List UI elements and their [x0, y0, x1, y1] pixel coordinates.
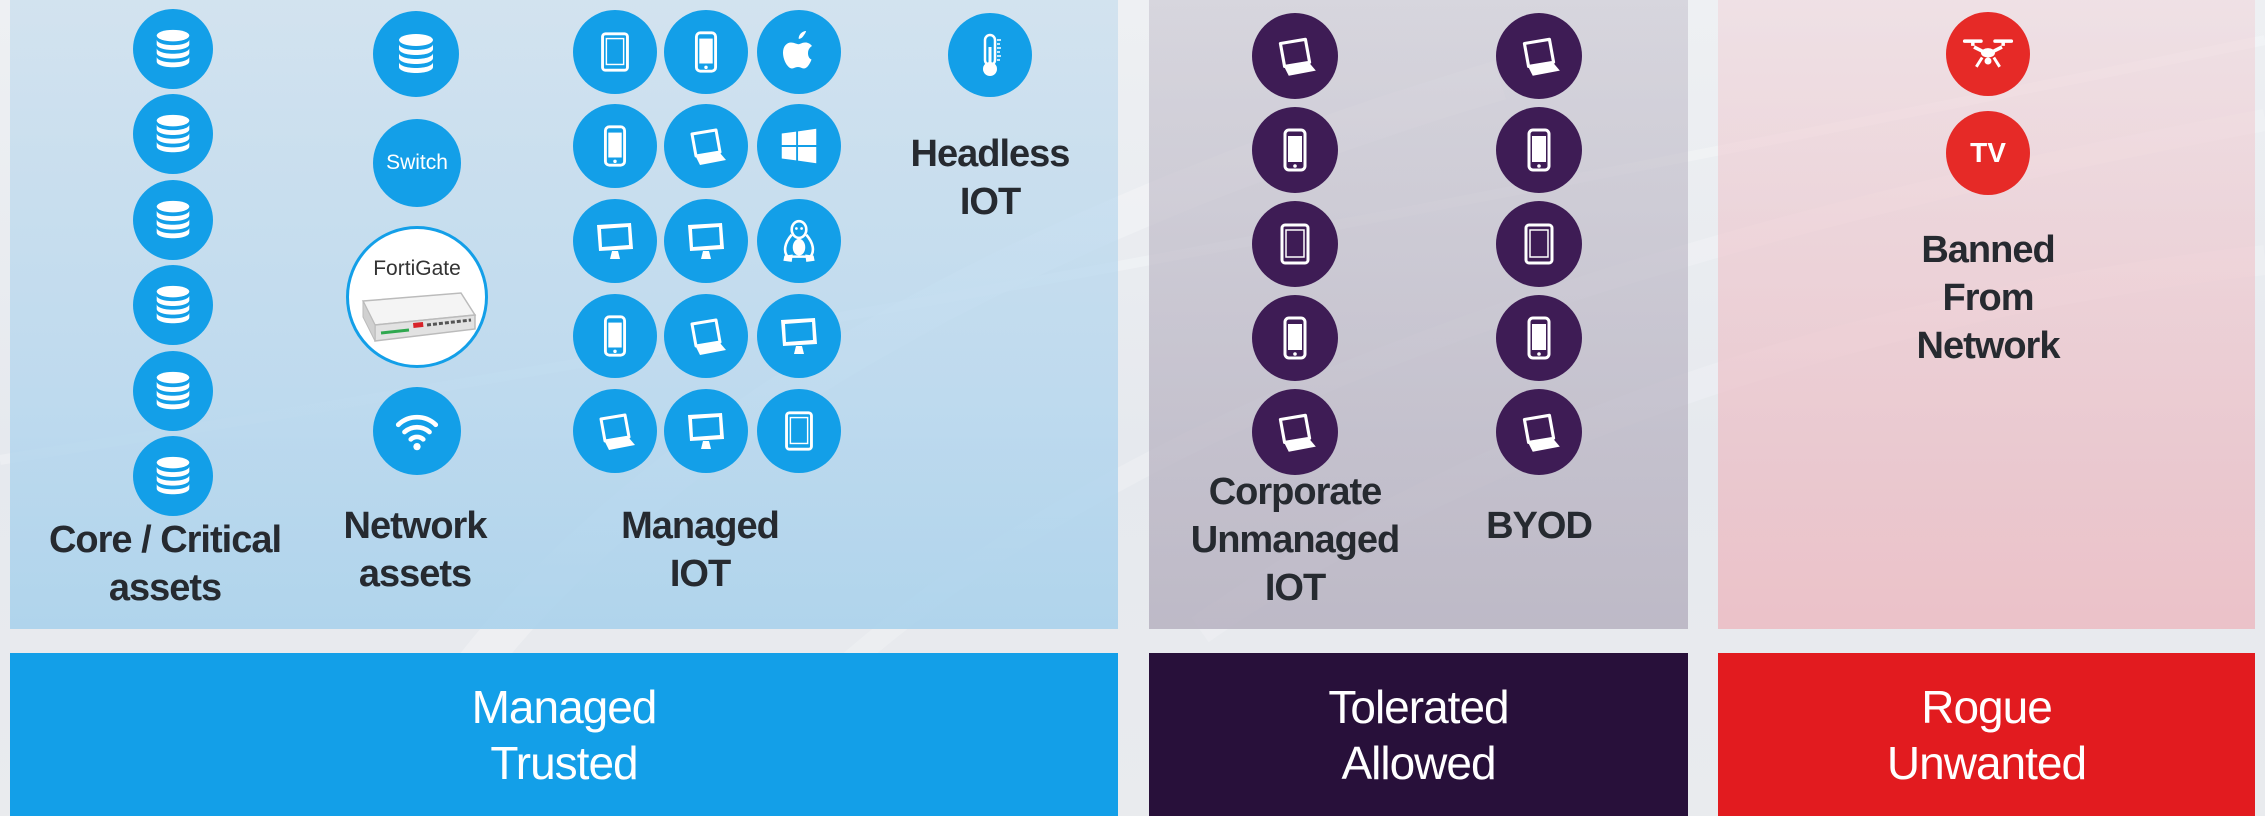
fortigate-appliance-icon: FortiGate	[346, 226, 488, 368]
switch-text: Switch	[386, 151, 448, 174]
tolerated-zone-panel	[1149, 0, 1688, 629]
rogue-unwanted-bar: Rogue Unwanted	[1718, 653, 2255, 816]
wifi-icon	[373, 387, 461, 475]
database-icon	[133, 94, 213, 174]
apple-icon	[757, 10, 841, 94]
tolerated-allowed-line1: Tolerated	[1328, 680, 1509, 733]
linux-icon	[757, 199, 841, 283]
database-icon	[133, 265, 213, 345]
tablet-icon	[573, 10, 657, 94]
tv-icon: TV	[1946, 111, 2030, 195]
phone-icon	[664, 10, 748, 94]
laptop-icon	[664, 104, 748, 188]
laptop-icon	[1496, 389, 1582, 475]
laptop-icon	[1496, 13, 1582, 99]
fortigate-text: FortiGate	[373, 257, 461, 280]
database-icon	[373, 11, 459, 97]
core-assets-label: Core / Critical assets	[48, 519, 282, 609]
managed-iot-label: Managed IOT	[621, 505, 780, 595]
desktop-icon	[573, 199, 657, 283]
desktop-icon	[664, 389, 748, 473]
database-icon	[133, 180, 213, 260]
laptop-icon	[573, 389, 657, 473]
desktop-icon	[664, 199, 748, 283]
tolerated-allowed-bar: Tolerated Allowed	[1149, 653, 1688, 816]
database-icon	[133, 9, 213, 89]
phone-icon	[1496, 107, 1582, 193]
desktop-icon	[757, 294, 841, 378]
tolerated-allowed-line2: Allowed	[1341, 736, 1496, 789]
tablet-icon	[757, 389, 841, 473]
laptop-icon	[664, 294, 748, 378]
laptop-icon	[1252, 13, 1338, 99]
switch-icon: Switch	[373, 119, 461, 207]
database-icon	[133, 351, 213, 431]
fortigate-device-graphic	[361, 292, 477, 342]
thermometer-icon	[948, 13, 1032, 97]
managed-trusted-line2: Trusted	[490, 736, 638, 789]
network-assets-label: Network assets	[343, 505, 488, 595]
phone-icon	[1252, 107, 1338, 193]
phone-icon	[573, 104, 657, 188]
tablet-icon	[1496, 201, 1582, 287]
tablet-icon	[1252, 201, 1338, 287]
database-icon	[133, 436, 213, 516]
managed-trusted-bar: Managed Trusted	[10, 653, 1118, 816]
byod-label: BYOD	[1486, 505, 1593, 547]
windows-icon	[757, 104, 841, 188]
rogue-zone-panel	[1718, 0, 2255, 629]
laptop-icon	[1252, 389, 1338, 475]
tv-text: TV	[1970, 137, 2006, 168]
managed-trusted-line1: Managed	[471, 680, 658, 733]
headless-iot-label: Headless IOT	[910, 133, 1071, 223]
phone-icon	[1252, 295, 1338, 381]
phone-icon	[573, 294, 657, 378]
rogue-unwanted-line2: Unwanted	[1886, 736, 2087, 789]
rogue-unwanted-line1: Rogue	[1921, 680, 2053, 733]
banned-from-network-label: Banned From Network	[1916, 229, 2061, 367]
corporate-unmanaged-iot-label: Corporate Unmanaged IOT	[1190, 471, 1400, 609]
drone-icon	[1946, 12, 2030, 96]
phone-icon	[1496, 295, 1582, 381]
